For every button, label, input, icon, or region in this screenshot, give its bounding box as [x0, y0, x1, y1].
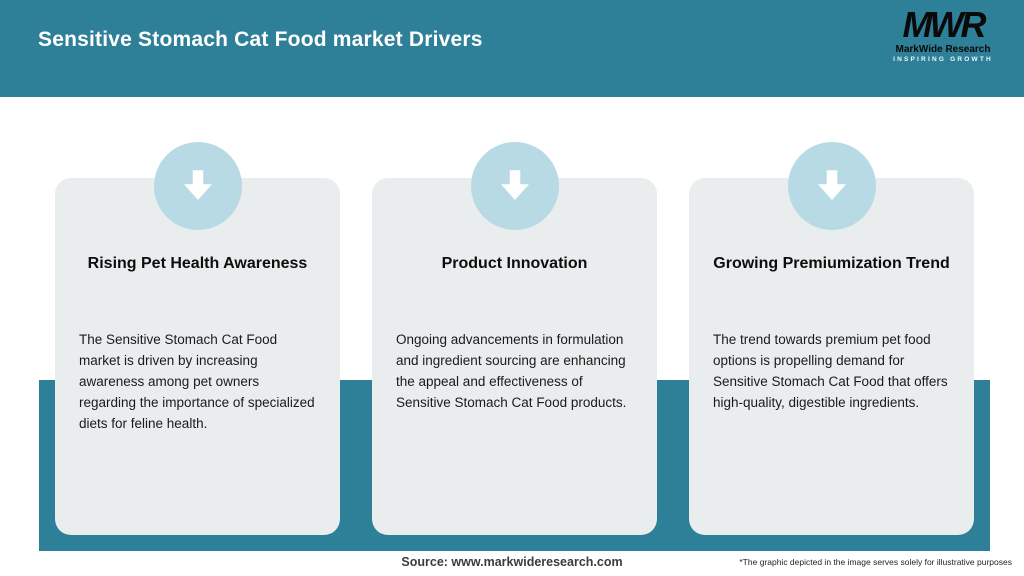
header-band: Sensitive Stomach Cat Food market Driver… — [0, 0, 1024, 97]
logo-tagline: INSPIRING GROWTH — [893, 56, 993, 63]
card-panel: Growing Premiumization Trend The trend t… — [689, 142, 974, 535]
down-arrow-badge — [153, 142, 242, 230]
card-panel: Rising Pet Health Awareness The Sensitiv… — [55, 142, 340, 535]
driver-card-3: Growing Premiumization Trend The trend t… — [673, 142, 990, 551]
driver-card-1: Rising Pet Health Awareness The Sensitiv… — [39, 142, 356, 551]
down-arrow-icon — [183, 170, 212, 200]
card-panel: Product Innovation Ongoing advancements … — [372, 142, 657, 535]
markwide-logo: MWR MarkWide Research INSPIRING GROWTH — [878, 6, 1008, 64]
card-body: The trend towards premium pet food optio… — [713, 332, 948, 410]
down-arrow-icon — [817, 170, 846, 200]
page-title: Sensitive Stomach Cat Food market Driver… — [38, 28, 483, 51]
down-arrow-badge — [787, 142, 876, 230]
logo-mark: MWR — [902, 4, 987, 45]
driver-card-2: Product Innovation Ongoing advancements … — [356, 142, 673, 551]
card-title: Product Innovation — [441, 255, 588, 272]
disclaimer-text: *The graphic depicted in the image serve… — [735, 557, 1012, 567]
card-body: The Sensitive Stomach Cat Food market is… — [79, 332, 315, 431]
down-arrow-icon — [500, 170, 529, 200]
card-body: Ongoing advancements in formulation and … — [396, 332, 627, 410]
source-text: Source: www.markwideresearch.com — [401, 555, 623, 569]
logo-name: MarkWide Research — [895, 44, 991, 55]
card-title: Growing Premiumization Trend — [713, 255, 950, 272]
card-title: Rising Pet Health Awareness — [87, 255, 308, 272]
down-arrow-badge — [470, 142, 559, 230]
